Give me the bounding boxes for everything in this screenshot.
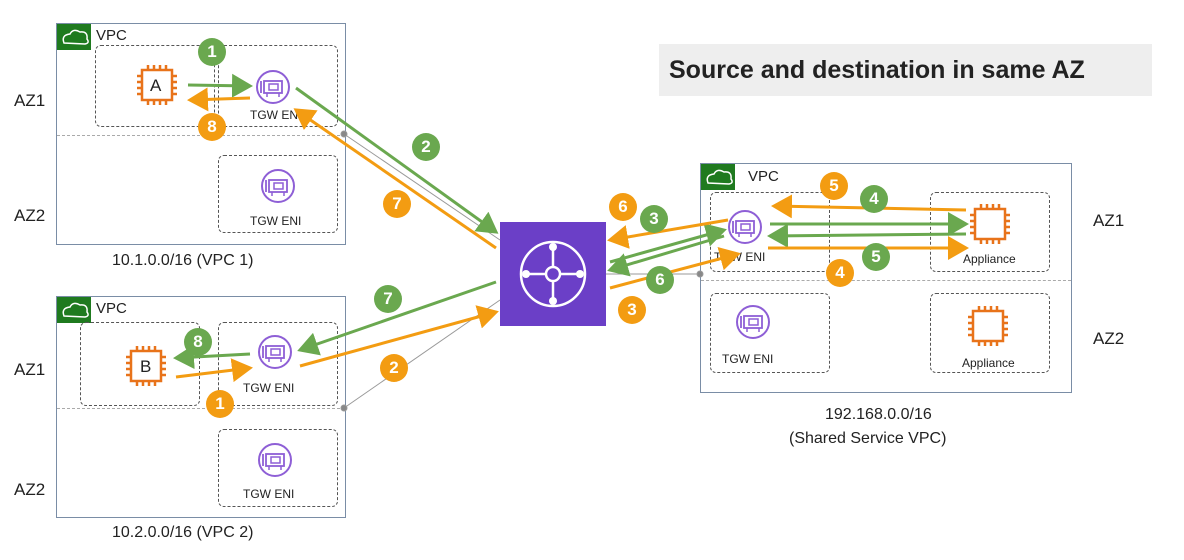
title-banner [659, 44, 1152, 96]
vpc2-label: VPC [96, 300, 127, 317]
vpc1-az1-label: AZ1 [14, 91, 46, 110]
shared-vpc-box [700, 163, 1072, 393]
shared-az1-subnet-appliance [930, 192, 1050, 272]
step-4-badge: 4 [826, 259, 854, 287]
vpc1-az2-eni-label: TGW ENI [250, 214, 302, 228]
step-5-badge: 5 [862, 243, 890, 271]
vpc-cloud-icon [57, 24, 91, 50]
step-5-badge: 5 [820, 172, 848, 200]
tgw-eni-icon [258, 443, 292, 477]
shared-az2-subnet-eni [710, 293, 830, 373]
vpc1-cidr: 10.1.0.0/16 (VPC 1) [112, 252, 254, 269]
appliance-az2-icon [966, 304, 1010, 348]
shared-az1-label: AZ1 [1093, 211, 1125, 230]
vpc-cloud-icon [57, 297, 91, 323]
instance-b-label: B [140, 357, 152, 376]
green-flow-arrows [173, 73, 969, 370]
step-6-badge: 6 [609, 193, 637, 221]
step-7-badge: 7 [374, 285, 402, 313]
vpc2-az1-subnet-eni [218, 322, 338, 406]
shared-az2-appliance-label: Appliance [962, 356, 1015, 370]
tgw-eni-icon [256, 70, 290, 104]
vpc2-az-separator [57, 408, 345, 409]
vpc2-az2-subnet-eni [218, 429, 338, 507]
vpc1-az2-label: AZ2 [14, 206, 46, 225]
tgw-eni-icon [258, 335, 292, 369]
step-2-badge: 2 [380, 354, 408, 382]
vpc2-az2-eni-label: TGW ENI [243, 487, 295, 501]
shared-az-separator [701, 280, 1071, 281]
vpc2-az1-label: AZ1 [14, 360, 46, 379]
step-7-badge: 7 [383, 190, 411, 218]
step-3-badge: 3 [640, 205, 668, 233]
vpc2-az1-subnet-b [80, 322, 200, 406]
shared-cidr-line1: 192.168.0.0/16 [825, 406, 932, 423]
tgw-eni-icon [736, 305, 770, 339]
tgw-eni-icon [728, 210, 762, 244]
diagram-title: Source and destination in same AZ [669, 56, 1085, 84]
shared-az2-label: AZ2 [1093, 329, 1125, 348]
vpc2-az1-eni-label: TGW ENI [243, 381, 295, 395]
vpc-cloud-glyphs [62, 29, 733, 318]
vpc1-az2-subnet-eni [218, 155, 338, 233]
step-8-badge: 8 [184, 328, 212, 356]
vpc1-az1-eni-label: TGW ENI [250, 108, 302, 122]
orange-flow-arrows [175, 87, 969, 383]
step-3-badge: 3 [618, 296, 646, 324]
instance-a-label: A [150, 76, 162, 95]
vpc2-az2-label: AZ2 [14, 480, 46, 499]
step-1-badge: 1 [198, 38, 226, 66]
shared-az2-subnet-appliance [930, 293, 1050, 373]
tgw-eni-icon [261, 169, 295, 203]
appliance-az1-icon [968, 202, 1012, 246]
step-8-badge: 8 [198, 113, 226, 141]
vpc2-cidr: 10.2.0.0/16 (VPC 2) [112, 524, 254, 541]
vpc1-label: VPC [96, 27, 127, 44]
shared-az2-eni-label: TGW ENI [722, 352, 774, 366]
shared-cidr-line2: (Shared Service VPC) [789, 430, 947, 447]
step-1-badge: 1 [206, 390, 234, 418]
step-4-badge: 4 [860, 185, 888, 213]
shared-vpc-label: VPC [748, 168, 779, 185]
vpc-cloud-icon [701, 164, 735, 190]
transit-gateway-icon [500, 222, 606, 326]
step-6-badge: 6 [646, 266, 674, 294]
shared-az1-appliance-label: Appliance [963, 252, 1016, 266]
step-2-badge: 2 [412, 133, 440, 161]
